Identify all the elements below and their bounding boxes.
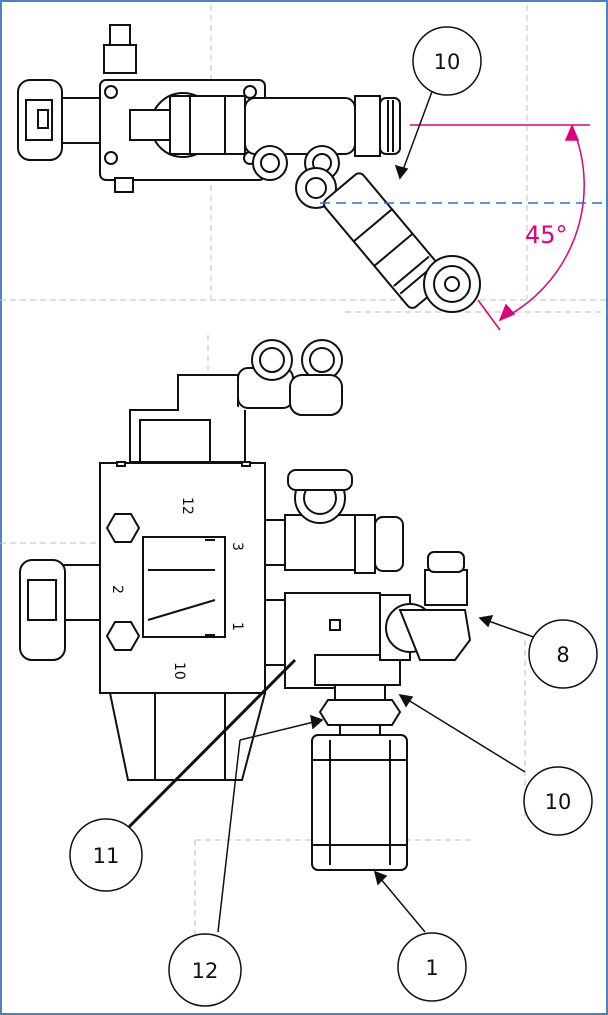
- callout-label-12: 12: [192, 959, 219, 983]
- callout-circle-10-top: [412, 26, 482, 96]
- port-label-2: 2: [109, 585, 125, 594]
- valve-markings: 12 2 3 1 10: [109, 497, 245, 680]
- port-label-10: 10: [171, 662, 187, 680]
- port-label-3: 3: [229, 542, 245, 551]
- callout-label-1: 1: [425, 956, 438, 980]
- callout-label-10-bottom: 10: [545, 790, 572, 814]
- valve-assembly: [19, 339, 472, 871]
- callout-label-10-top: 10: [434, 50, 461, 74]
- top-view: [17, 24, 481, 313]
- callout-labels: 10 8 10 11 12 1: [93, 50, 572, 983]
- leader-lines: [126, 69, 543, 933]
- port-label-1: 1: [229, 622, 245, 631]
- callout-circle-1: [397, 932, 467, 1002]
- angle-dimension: [410, 124, 590, 331]
- callout-circle-10-bottom: [523, 766, 593, 836]
- callout-circle-12: [168, 933, 242, 1007]
- callout-circle-8: [528, 619, 598, 689]
- callouts: [69, 26, 598, 1007]
- port-label-12: 12: [179, 497, 195, 515]
- callout-circle-11: [69, 818, 143, 892]
- callout-label-11: 11: [93, 844, 120, 868]
- angle-label: 45°: [525, 221, 568, 249]
- callout-label-8: 8: [556, 643, 569, 667]
